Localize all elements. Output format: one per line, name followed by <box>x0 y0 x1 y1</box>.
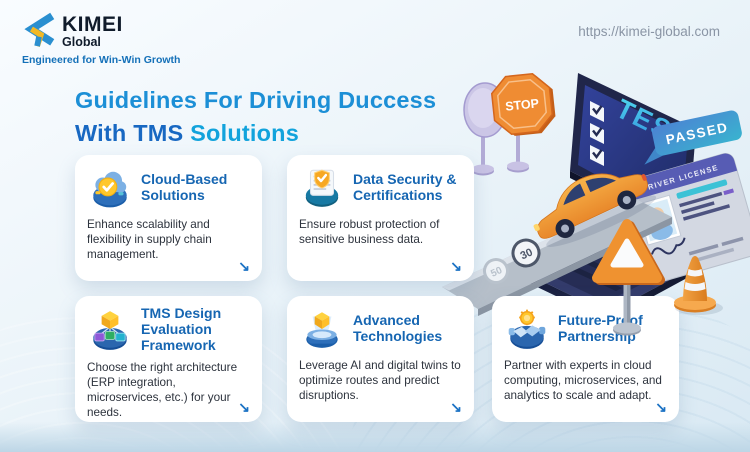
card-link-arrow-icon[interactable]: ↘ <box>238 399 250 415</box>
brand-logo: KIMEI Global Engineered for Win-Win Grow… <box>22 12 180 66</box>
hologram-cube-icon <box>299 306 345 352</box>
card-body: Choose the right architecture (ERP integ… <box>87 360 238 420</box>
svg-text:30: 30 <box>519 246 535 262</box>
brand-name: KIMEI <box>62 12 123 36</box>
card-heading: Future-Proof Partnership <box>558 312 643 344</box>
shield-document-icon <box>299 165 345 211</box>
checklist-icon <box>590 101 604 166</box>
card-link-arrow-icon[interactable]: ↘ <box>450 258 462 274</box>
card-heading: Advanced Technologies <box>353 312 443 344</box>
card-advanced-technologies[interactable]: Advanced Technologies Leverage AI and di… <box>287 296 474 422</box>
card-link-arrow-icon[interactable]: ↘ <box>450 399 462 415</box>
passed-badge: PASSED <box>644 110 742 165</box>
blank-oval-sign-icon <box>463 82 507 176</box>
card-tms-design-framework[interactable]: TMS Design Evaluation Framework Choose t… <box>75 296 262 422</box>
card-body: Ensure robust protection of sensitive bu… <box>299 218 440 247</box>
title-line1: Guidelines For Driving Duccess <box>75 87 437 113</box>
cloud-check-icon <box>87 165 133 211</box>
card-heading: TMS Design Evaluation Framework <box>141 305 222 353</box>
title-line2-light: Solutions <box>190 119 300 146</box>
stop-sign-label: STOP <box>505 96 540 113</box>
svg-text:50: 50 <box>489 265 504 280</box>
card-heading: Cloud-Based Solutions <box>141 171 228 203</box>
title-line2-dark: With TMS <box>75 119 184 146</box>
card-cloud-based-solutions[interactable]: Cloud-Based Solutions Enhance scalabilit… <box>75 155 262 281</box>
bottom-band <box>0 422 750 452</box>
website-link[interactable]: https://kimei-global.com <box>578 24 720 39</box>
card-link-arrow-icon[interactable]: ↘ <box>238 258 250 274</box>
speed-mark-50: 50 <box>483 258 509 284</box>
card-link-arrow-icon[interactable]: ↘ <box>655 399 667 415</box>
speed-mark-30: 30 <box>511 238 541 268</box>
brand-subname: Global <box>62 34 101 49</box>
kimei-logo-icon <box>24 12 55 48</box>
brand-tagline: Engineered for Win-Win Growth <box>22 54 181 66</box>
card-body: Partner with experts in cloud computing,… <box>504 359 662 403</box>
card-data-security[interactable]: Data Security & Certifications Ensure ro… <box>287 155 474 281</box>
page-title: Guidelines For Driving Duccess With TMS … <box>75 84 436 150</box>
cube-modules-icon <box>87 307 133 353</box>
stop-sign-icon: STOP <box>490 72 556 173</box>
card-body: Enhance scalability and flexibility in s… <box>87 218 212 262</box>
card-future-proof-partnership[interactable]: Future-Proof Partnership Partner with ex… <box>492 296 679 422</box>
handshake-badge-icon <box>504 306 550 352</box>
card-body: Leverage AI and digital twins to optimiz… <box>299 359 461 403</box>
card-heading: Data Security & Certifications <box>353 171 457 203</box>
